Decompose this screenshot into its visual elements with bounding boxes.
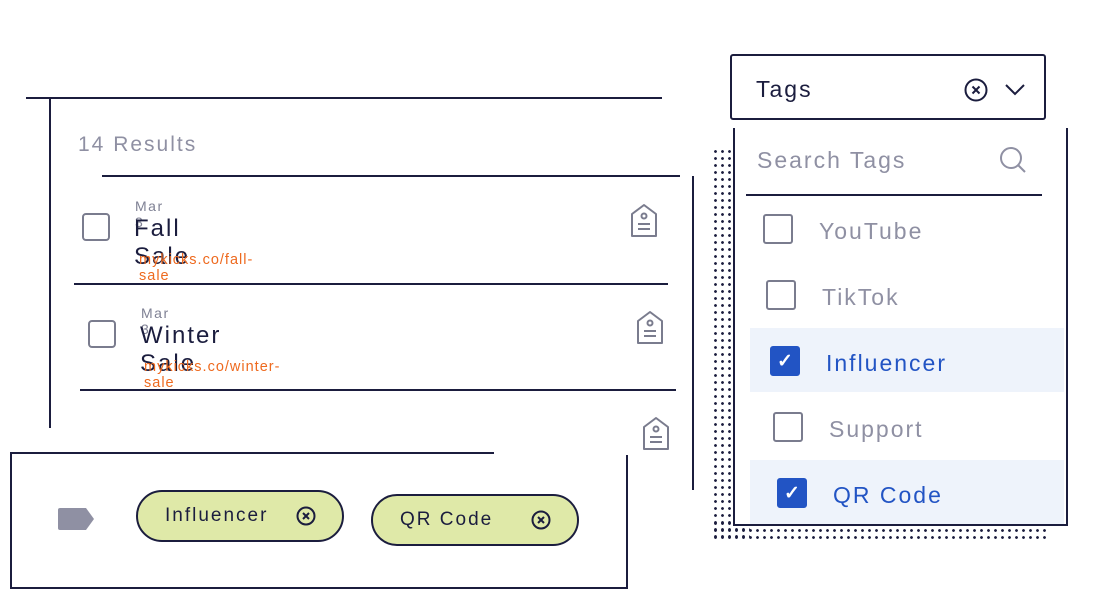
tag-option-checkbox[interactable]: ✓: [770, 346, 800, 376]
filter-chip[interactable]: QR Code: [371, 494, 579, 546]
tag-icon[interactable]: [641, 416, 671, 452]
tag-option-checkbox[interactable]: [766, 280, 796, 310]
filter-bar-bottom-border: [10, 587, 628, 589]
filter-chip[interactable]: Influencer: [136, 490, 344, 542]
row-title[interactable]: Fall Sale: [134, 215, 191, 270]
tag-option-label: QR Code: [833, 482, 943, 508]
tag-option-influencer[interactable]: ✓ Influencer: [750, 328, 1064, 392]
filter-bar-top-border: [10, 452, 494, 454]
remove-chip-icon[interactable]: [296, 506, 316, 526]
row-date: Mar 3: [135, 198, 164, 230]
chip-label: Influencer: [165, 505, 269, 526]
tag-option-qr-code[interactable]: ✓ QR Code: [750, 460, 1064, 524]
row-divider: [80, 389, 676, 391]
tag-option-label: TikTok: [822, 284, 900, 310]
filter-bar-left-border: [10, 452, 12, 588]
filter-bar-right-border: [626, 455, 628, 588]
tag-option-youtube[interactable]: YouTube: [750, 198, 1064, 262]
chip-label: QR Code: [400, 509, 494, 530]
check-icon: ✓: [777, 351, 793, 372]
card-right-border: [692, 176, 694, 490]
row-date: Mar 3: [141, 305, 170, 337]
tag-option-checkbox[interactable]: ✓: [777, 478, 807, 508]
tag-option-label: Support: [829, 416, 924, 442]
row-divider: [102, 175, 680, 177]
row-checkbox[interactable]: [82, 213, 110, 241]
clear-icon[interactable]: [964, 78, 988, 102]
search-icon[interactable]: [998, 145, 1028, 175]
row-checkbox[interactable]: [88, 320, 116, 348]
tags-select[interactable]: Tags: [730, 54, 1046, 120]
tag-option-checkbox[interactable]: [763, 214, 793, 244]
chevron-down-icon[interactable]: [1004, 82, 1026, 98]
tags-select-label: Tags: [756, 76, 813, 102]
tag-icon[interactable]: [629, 203, 659, 239]
tag-option-label: YouTube: [819, 218, 924, 244]
card-top-border: [26, 97, 662, 99]
row-link[interactable]: mykicks.co/fall-sale: [139, 252, 254, 284]
tag-option-support[interactable]: Support: [750, 396, 1064, 460]
tag-option-checkbox[interactable]: [773, 412, 803, 442]
search-divider: [746, 194, 1042, 196]
row-divider: [74, 283, 668, 285]
label-icon: [58, 508, 94, 530]
results-count: 14 Results: [78, 133, 198, 156]
tag-option-label: Influencer: [826, 350, 948, 376]
row-link[interactable]: mykicks.co/winter-sale: [144, 359, 281, 391]
tag-option-tiktok[interactable]: TikTok: [750, 264, 1064, 328]
tag-search-input[interactable]: Search Tags: [757, 147, 907, 173]
card-left-border: [49, 97, 51, 428]
check-icon: ✓: [784, 483, 800, 504]
row-title[interactable]: Winter Sale: [140, 322, 222, 377]
tag-icon[interactable]: [635, 310, 665, 346]
remove-chip-icon[interactable]: [531, 510, 551, 530]
